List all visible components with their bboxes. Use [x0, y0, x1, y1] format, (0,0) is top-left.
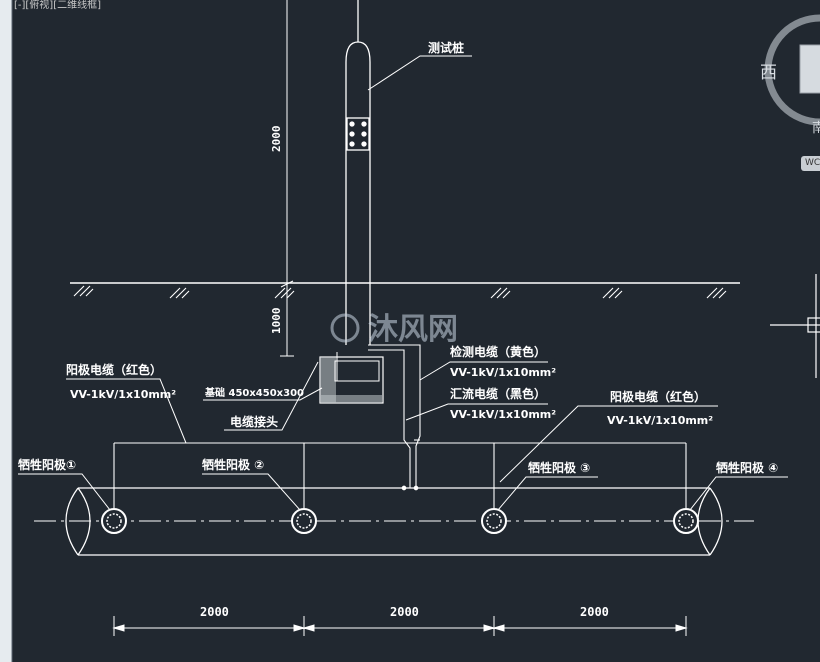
anode-cable-right-leader	[499, 405, 718, 483]
ucs-crosshair	[770, 274, 820, 378]
anode-2-label: 牺牲阳极 ②	[202, 457, 264, 472]
base-label: 基础 450x450x300	[204, 386, 304, 399]
test-pile[interactable]	[345, 0, 371, 345]
anode-3-leader	[497, 476, 598, 511]
base-leader	[203, 387, 323, 401]
left-panel-edge	[0, 0, 12, 662]
test-pile-leader	[367, 55, 472, 91]
anode-cable-right-label: 阳极电缆（红色）	[610, 389, 706, 404]
bottom-dim-2: 2000	[390, 605, 419, 619]
bottom-dim-1: 2000	[200, 605, 229, 619]
anode-cable-left-leader	[66, 378, 187, 444]
watermark: 沐风网	[330, 312, 458, 347]
test-cable-leader	[419, 361, 548, 381]
view-cube-south[interactable]: 南	[812, 120, 820, 136]
anode-1-label: 牺牲阳极①	[18, 457, 76, 472]
drain-cable-leader	[405, 403, 548, 421]
anode-cable-left-spec: VV-1kV/1x10mm²	[70, 388, 176, 401]
anode-4-label: 牺牲阳极 ④	[716, 460, 778, 475]
drain-cable-label: 汇流电缆（黑色）	[450, 386, 546, 401]
anode-1	[101, 508, 127, 534]
ground-hatching	[73, 285, 727, 299]
anode-3	[481, 508, 507, 534]
watermark-text: 沐风网	[368, 312, 458, 347]
cable-joint-leader	[224, 361, 319, 431]
wcs-badge[interactable]: WCS	[801, 156, 820, 171]
anode-4	[673, 508, 699, 534]
anode-3-label: 牺牲阳极 ③	[528, 460, 590, 475]
view-cube-west[interactable]: 西	[760, 63, 777, 83]
anode-1-leader	[18, 473, 111, 511]
anode-cable-bus	[113, 442, 687, 508]
anode-cable-left-label: 阳极电缆（红色）	[66, 362, 162, 377]
view-cube[interactable]: 西 南	[760, 14, 820, 136]
bottom-dimension	[112, 616, 688, 636]
test-cable-label: 检测电缆（黄色）	[450, 344, 546, 359]
anode-4-leader	[689, 476, 788, 511]
dim-1000-vertical: 1000	[270, 308, 283, 335]
anode-2	[291, 508, 317, 534]
test-pile-label: 测试桩	[428, 40, 464, 55]
cable-joint-label: 电缆接头	[230, 414, 278, 429]
dim-2000-vertical: 2000	[270, 126, 283, 153]
bottom-dim-3: 2000	[580, 605, 609, 619]
drain-cable-spec: VV-1kV/1x10mm²	[450, 408, 556, 421]
anode-2-leader	[202, 473, 301, 511]
vertical-dimension	[280, 0, 294, 357]
test-cable-spec: VV-1kV/1x10mm²	[450, 366, 556, 379]
base-foundation	[319, 352, 384, 404]
viewport-label[interactable]: [-][俯视][二维线框]	[14, 0, 102, 11]
anode-cable-right-spec: VV-1kV/1x10mm²	[607, 414, 713, 427]
